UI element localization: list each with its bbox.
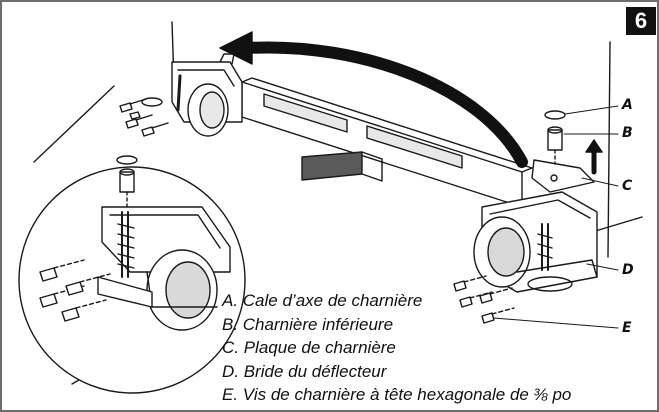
cabinet-edge-right [607,41,611,258]
legend-item-a: A. Cale d’axe de charnière [222,291,423,310]
hinge-assembly-right [473,191,598,293]
magnifier-line-top [33,85,115,163]
rotate-arrow [219,31,528,168]
callout-d: D [622,262,634,278]
legend-item-d: D. Bride du déflecteur [222,361,387,381]
callout-a: A [622,97,633,113]
callout-b: B [622,125,633,141]
legend-item-c: C. Plaque de charnière [222,338,396,357]
legend-item-b: B. Charnière inférieure [222,314,394,334]
deflector-bar [241,77,533,208]
parts-legend: A. Cale d’axe de charnière B. Charnière … [222,289,571,407]
callout-e: E [622,320,632,336]
floor-edge-right [591,216,643,233]
legend-item-e: E. Vis de charnière à tête hexagonale de… [222,385,572,404]
callout-c: C [622,178,633,194]
hinge-plate [531,159,595,193]
screws-left [119,98,169,137]
step-number-badge: 6 [626,7,656,35]
magnified-detail [18,155,246,394]
hinge-pin [544,110,566,165]
screws-right [453,275,515,324]
leader-lines [493,105,619,329]
hinge-assembly-left [141,53,243,137]
